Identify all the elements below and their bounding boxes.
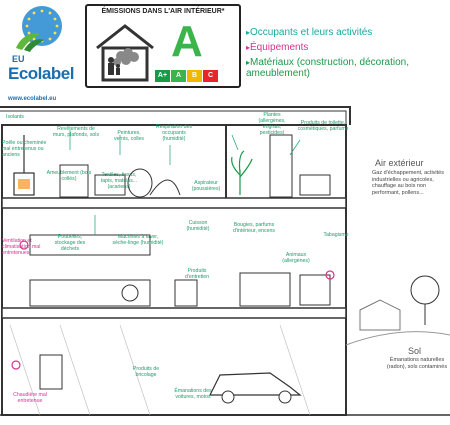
sol-text: Émanations naturelles (radon), sols cont… [386,357,448,370]
label-produits-entretien: Produits d'entretien [184,268,210,280]
label-emanations-voitures: Émanations des voitures, motos [174,388,212,400]
ecolabel-logo: EU Ecolabel www.ecolabel.eu [4,4,74,104]
label-isolants: Isolants [6,114,24,120]
scale-b: B [187,70,202,82]
label-tabagisme: Tabagisme [323,232,349,238]
label-ameublement: Ameublement (bois collés) [46,170,92,182]
ecolabel-flower-icon [16,6,62,52]
emission-label-card: ÉMISSIONS DANS L'AIR INTÉRIEUR* A A+ A B… [85,4,241,88]
house-illustration [0,106,450,416]
grade-letter: A [171,17,203,66]
scale-a: A [171,70,186,82]
label-ventilation: Ventilation et climatisation mal entrete… [2,238,41,256]
scale-a-plus: A+ [155,70,170,82]
card-title: ÉMISSIONS DANS L'AIR INTÉRIEUR* [101,8,225,15]
category-equipements: ▸Équipements [246,42,309,53]
label-peintures: Peintures, vernis, colles [114,130,144,142]
label-machines: Machines à laver, sèche-linge (humidité) [112,234,164,246]
label-produits-bricolage: Produits de bricolage [132,366,160,378]
ecolabel-eu-text: EU [12,54,25,64]
label-animaux: Animaux (allergènes) [282,252,310,264]
sol-title: Sol [408,346,422,356]
label-plantes: Plantes (allergènes, engrais, pesticides… [258,112,286,136]
label-poele: Poêle ou cheminée mal entretenus ou anci… [2,140,47,158]
scale-c: C [203,70,218,82]
category-materiaux-label: Matériaux (construction, décoration, ame… [246,57,409,79]
label-aspirateur: Aspirateur (poussières) [191,180,221,192]
label-bougies: Bougies, parfums d'intérieur, encens [233,222,275,234]
label-chaudiere: Chaudière mal entretenue [13,392,47,404]
label-revetements: Revêtements de murs, plafonds, sols [52,126,100,138]
label-textiles: Textiles, tissus, tapis, matelas... (aca… [100,172,138,190]
ecolabel-url: www.ecolabel.eu [8,96,57,102]
ecolabel-name: Ecolabel [8,64,74,83]
label-produits-toilette: Produits de toilette, cosmétiques, parfu… [297,120,349,132]
air-exterieur-title: Air extérieur [375,158,424,168]
category-equipements-label: Équipements [250,42,309,53]
label-respiration: Respiration des occupants (humidité) [155,124,193,142]
air-exterieur-text: Gaz d'échappement, activités industriell… [372,170,444,196]
category-materiaux: ▸Matériaux (construction, décoration, am… [246,57,409,79]
label-cuisson: Cuisson (humidité) [186,220,210,232]
category-occupants-label: Occupants et leurs activités [250,27,373,38]
house-icon [96,24,154,82]
label-poubelles: Poubelles, stockage des déchets [54,234,86,252]
category-occupants: ▸Occupants et leurs activités [246,27,373,38]
